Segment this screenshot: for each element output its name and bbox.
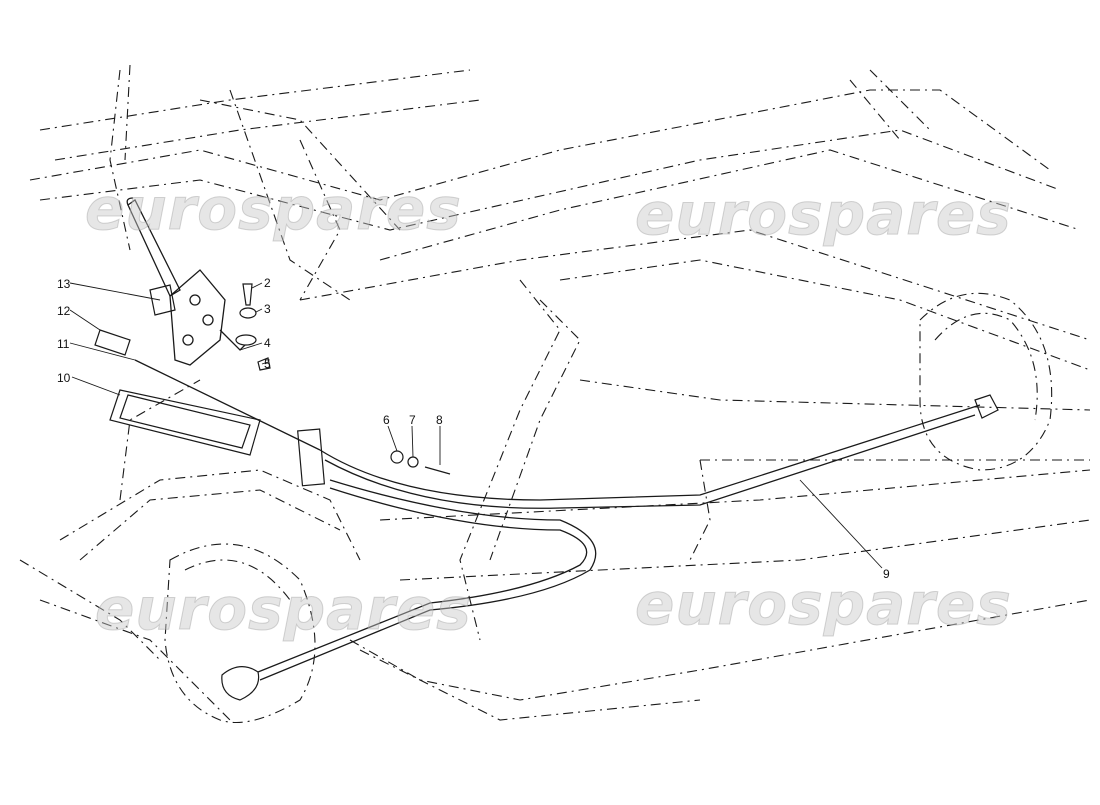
callout-7: 7 <box>409 413 416 427</box>
watermark: eurospares <box>85 175 462 244</box>
watermark: eurospares <box>635 180 1012 249</box>
callout-8: 8 <box>436 413 443 427</box>
callout-11: 11 <box>57 337 70 351</box>
handbrake-lever <box>126 197 246 366</box>
callout-2: 2 <box>264 276 271 290</box>
callout-3: 3 <box>264 302 271 316</box>
watermark: eurospares <box>95 575 472 644</box>
small-parts <box>94 283 999 701</box>
callout-9: 9 <box>883 567 890 581</box>
leader-lines <box>69 282 883 569</box>
callout-4: 4 <box>264 336 271 350</box>
callout-5: 5 <box>264 357 271 371</box>
car-body-outline <box>19 64 1091 723</box>
callout-13: 13 <box>57 277 71 291</box>
callout-12: 12 <box>57 304 71 318</box>
brake-cables <box>134 359 981 681</box>
watermark: eurospares <box>635 570 1012 639</box>
callout-10: 10 <box>57 371 71 385</box>
callout-6: 6 <box>383 413 390 427</box>
